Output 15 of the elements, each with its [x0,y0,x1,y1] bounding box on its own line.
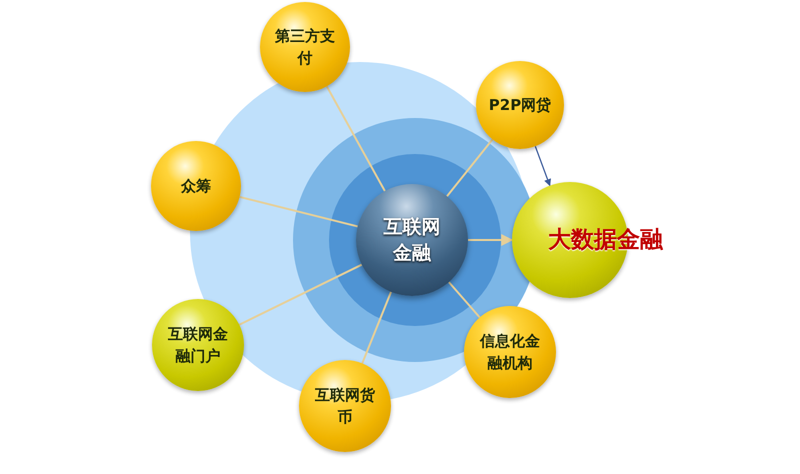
arrow [468,234,514,246]
connector-line [446,138,494,197]
connector-line [239,196,358,228]
connector-line [361,292,392,364]
connector-line [448,281,480,318]
node-label: 信息化金融机构 [478,331,541,374]
node-label: 互联网货币 [314,385,376,428]
connector-line [238,264,362,326]
arrow [534,146,551,186]
node-label: P2P网贷 [488,95,552,116]
node-label: 第三方支付 [274,26,336,69]
node-label: 众筹 [180,176,212,197]
node-label: 互联网金融 [382,215,442,266]
node-label: 互联网金融门户 [167,324,229,367]
connector-line [326,86,386,192]
